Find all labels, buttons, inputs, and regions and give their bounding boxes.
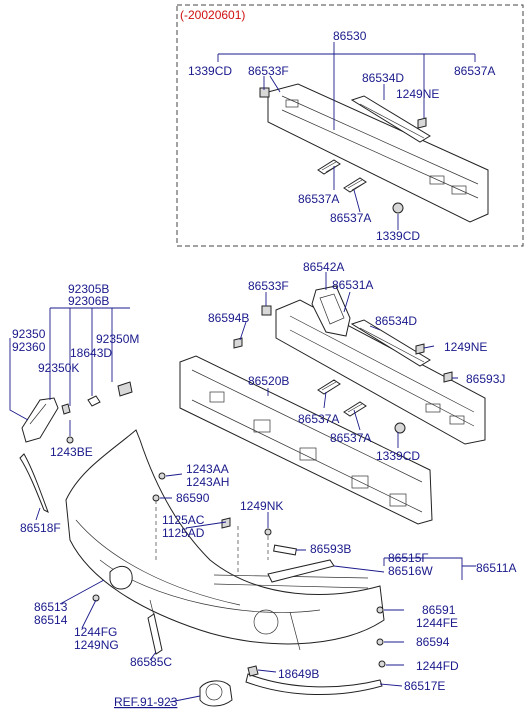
label-86537A-c: 86537A <box>330 211 371 225</box>
clip-92350K <box>61 403 71 415</box>
label-86537A-b: 86537A <box>298 192 339 206</box>
inset-reinforcement-beam <box>267 83 489 223</box>
screw-1244FD <box>378 660 386 668</box>
label-1244FG: 1244FG <box>74 625 117 639</box>
label-1243AH: 1243AH <box>186 475 229 489</box>
lower-lip-86517E <box>245 673 383 695</box>
label-1249NK: 1249NK <box>240 499 283 513</box>
clip-1125AC <box>221 517 231 529</box>
bumper-beam <box>275 299 486 445</box>
label-1244FE: 1244FE <box>416 616 458 630</box>
label-86513: 86513 <box>34 600 68 614</box>
label-86516W: 86516W <box>388 564 433 578</box>
label-86542A: 86542A <box>303 260 344 274</box>
inset-clip-86537A-2 <box>343 177 367 193</box>
screw-86594 <box>376 638 384 646</box>
garnish-86515F <box>267 559 335 583</box>
label-ref-91-923[interactable]: REF.91-923 <box>114 695 178 709</box>
screw-1249NK <box>264 528 272 536</box>
screw-1243AA <box>158 472 166 480</box>
bolt-1249NE <box>415 343 425 355</box>
label-1339CD-c: 1339CD <box>376 449 420 463</box>
label-86533F-b: 86533F <box>248 279 289 293</box>
bolt-86593J <box>443 371 453 383</box>
label-86511A: 86511A <box>476 561 516 575</box>
label-86520B: 86520B <box>248 374 289 388</box>
label-18649B: 18649B <box>278 667 319 681</box>
label-86517E: 86517E <box>404 679 445 693</box>
label-86585C: 86585C <box>130 655 172 669</box>
label-1249NG: 1249NG <box>74 638 119 652</box>
label-86515F: 86515F <box>388 551 429 565</box>
inset-absorber-strip <box>350 95 431 143</box>
label-86534D-a: 86534D <box>362 71 404 85</box>
assembly-dashed-lines <box>155 500 269 576</box>
inset-plug-1339CD <box>392 202 404 214</box>
label-86537A-a: 86537A <box>454 64 495 78</box>
label-86591: 86591 <box>422 603 456 617</box>
label-1244FD: 1244FD <box>416 659 459 673</box>
label-86537A-d: 86537A <box>298 412 339 426</box>
sensor-connector-92350M <box>117 381 133 397</box>
label-92350: 92350 <box>12 327 46 341</box>
fog-cover-86513 <box>109 565 133 590</box>
label-86518F: 86518F <box>20 521 61 535</box>
screw-1243BE <box>66 436 74 444</box>
label-86594: 86594 <box>416 635 450 649</box>
label-86593B: 86593B <box>310 542 351 556</box>
sensor-bracket <box>21 397 59 443</box>
energy-absorber-86520B <box>179 355 433 525</box>
inset-dashed-frame <box>176 4 524 247</box>
inset-bracket-86533F <box>259 87 270 98</box>
label-92360: 92360 <box>12 340 46 354</box>
clip-86537A-d <box>317 379 341 395</box>
wire-harness-18643D <box>87 395 101 407</box>
label-92305B: 92305B <box>68 282 109 296</box>
label-86594B: 86594B <box>208 311 249 325</box>
label-18643D: 18643D <box>70 346 112 360</box>
label-92350M: 92350M <box>96 332 139 346</box>
label-1339CD-b: 1339CD <box>376 229 420 243</box>
label-86530: 86530 <box>333 29 367 43</box>
inset-bolt-1249NE <box>417 117 427 129</box>
inset-clip-86537A-1 <box>317 159 341 175</box>
fog-lamp <box>199 680 233 707</box>
screw-86591 <box>376 606 384 614</box>
label-1249NE-b: 1249NE <box>444 340 487 354</box>
cap-86585C <box>147 613 163 655</box>
inset-date-note: (-20020601) <box>180 8 245 22</box>
label-86534D-b: 86534D <box>375 314 417 328</box>
label-86593J: 86593J <box>466 372 505 386</box>
label-86514: 86514 <box>34 613 68 627</box>
side-trim-86518F <box>19 453 49 514</box>
bulb-18649B <box>247 665 259 677</box>
bracket-86533F <box>261 305 272 316</box>
label-92306B: 92306B <box>68 294 109 308</box>
label-1243BE: 1243BE <box>50 445 93 459</box>
plug-1339CD <box>394 422 406 434</box>
lower-grille-86593B <box>273 544 297 556</box>
label-1249NE-a: 1249NE <box>396 87 439 101</box>
bracket-86542A <box>311 285 351 337</box>
label-1339CD-a: 1339CD <box>188 64 232 78</box>
label-86531A: 86531A <box>332 278 373 292</box>
clip-86537A-e <box>343 401 367 417</box>
label-1125AC: 1125AC <box>162 513 205 527</box>
label-1125AD: 1125AD <box>162 526 205 540</box>
absorber-86534D <box>350 319 431 367</box>
label-86533F-a: 86533F <box>248 64 289 78</box>
label-1243AA: 1243AA <box>186 462 229 476</box>
screw-86594B <box>233 337 243 349</box>
label-86590: 86590 <box>176 491 210 505</box>
label-92350K: 92350K <box>38 361 79 375</box>
label-86537A-e: 86537A <box>330 431 371 445</box>
